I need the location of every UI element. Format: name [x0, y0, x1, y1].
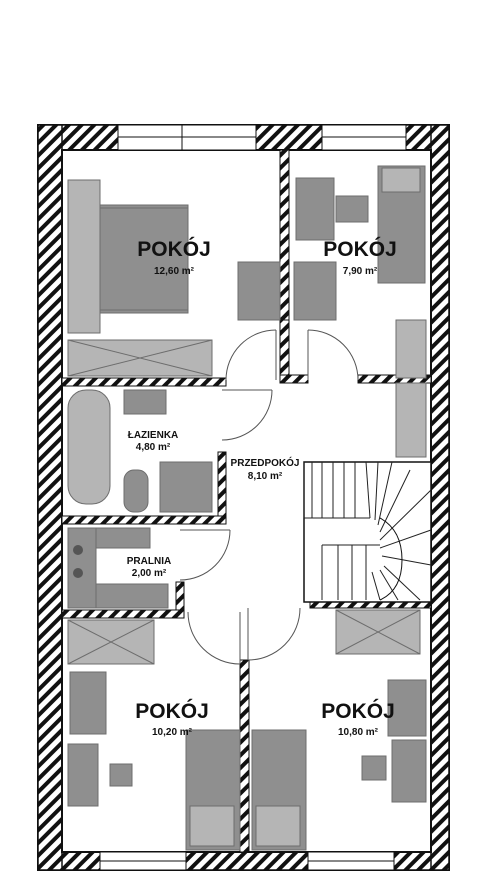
- interior-walls: [61, 149, 432, 853]
- room-name-bedroom-se: POKÓJ: [321, 699, 395, 723]
- windows: [99, 124, 407, 871]
- room-name-bedroom-nw: POKÓJ: [137, 237, 211, 261]
- room-area-bedroom-nw: 12,60 m²: [154, 266, 195, 277]
- room-area-bedroom-ne: 7,90 m²: [343, 266, 378, 277]
- room-name-bedroom-ne: POKÓJ: [323, 237, 397, 261]
- room-area-laundry: 2,00 m²: [132, 568, 167, 579]
- room-area-bathroom: 4,80 m²: [136, 442, 171, 453]
- room-labels: POKÓJ 12,60 m² POKÓJ 7,90 m² ŁAZIENKA 4,…: [127, 237, 397, 738]
- staircase: [303, 461, 432, 603]
- room-name-hallway: PRZEDPOKÓJ: [231, 456, 300, 469]
- room-name-laundry: PRALNIA: [127, 556, 171, 567]
- room-area-hallway: 8,10 m²: [248, 471, 283, 482]
- furniture: [67, 165, 427, 851]
- room-area-bedroom-sw: 10,20 m²: [152, 727, 193, 738]
- room-name-bathroom: ŁAZIENKA: [128, 430, 179, 441]
- doors: [179, 329, 359, 665]
- room-name-bedroom-sw: POKÓJ: [135, 699, 209, 723]
- room-area-bedroom-se: 10,80 m²: [338, 727, 379, 738]
